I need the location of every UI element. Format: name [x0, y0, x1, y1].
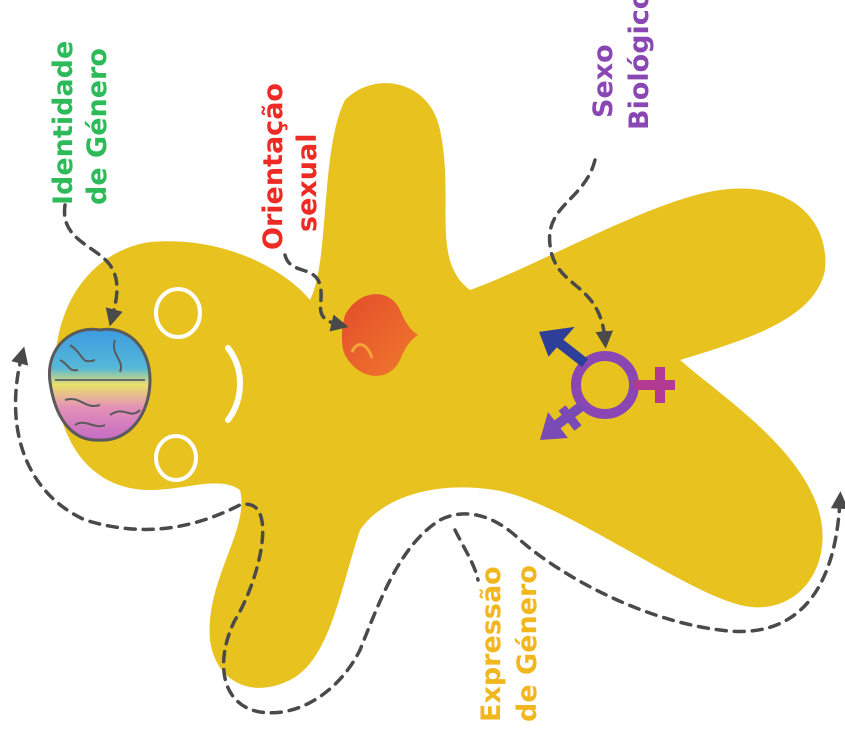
- label-gender-identity-line2: de Género: [82, 48, 113, 205]
- label-biological-sex-line1: Sexo: [588, 44, 619, 118]
- label-sexual-orientation: Orientação sexual: [258, 83, 323, 250]
- label-gender-expression: Expressão de Género: [476, 565, 543, 722]
- label-sexual-orientation-line2: sexual: [292, 134, 323, 233]
- label-gender-expression-line2: de Género: [512, 565, 543, 722]
- label-gender-expression-line1: Expressão: [476, 566, 507, 722]
- brain-icon: [49, 329, 150, 440]
- arrow-expression-pointer: [455, 530, 478, 580]
- label-sexual-orientation-line1: Orientação: [258, 83, 289, 250]
- label-biological-sex: Sexo Biológico: [588, 0, 655, 130]
- gingerbread-body: [55, 83, 825, 688]
- label-biological-sex-line2: Biológico: [624, 0, 655, 130]
- label-gender-identity-line1: Identidade: [48, 41, 79, 205]
- label-gender-identity: Identidade de Género: [48, 41, 113, 205]
